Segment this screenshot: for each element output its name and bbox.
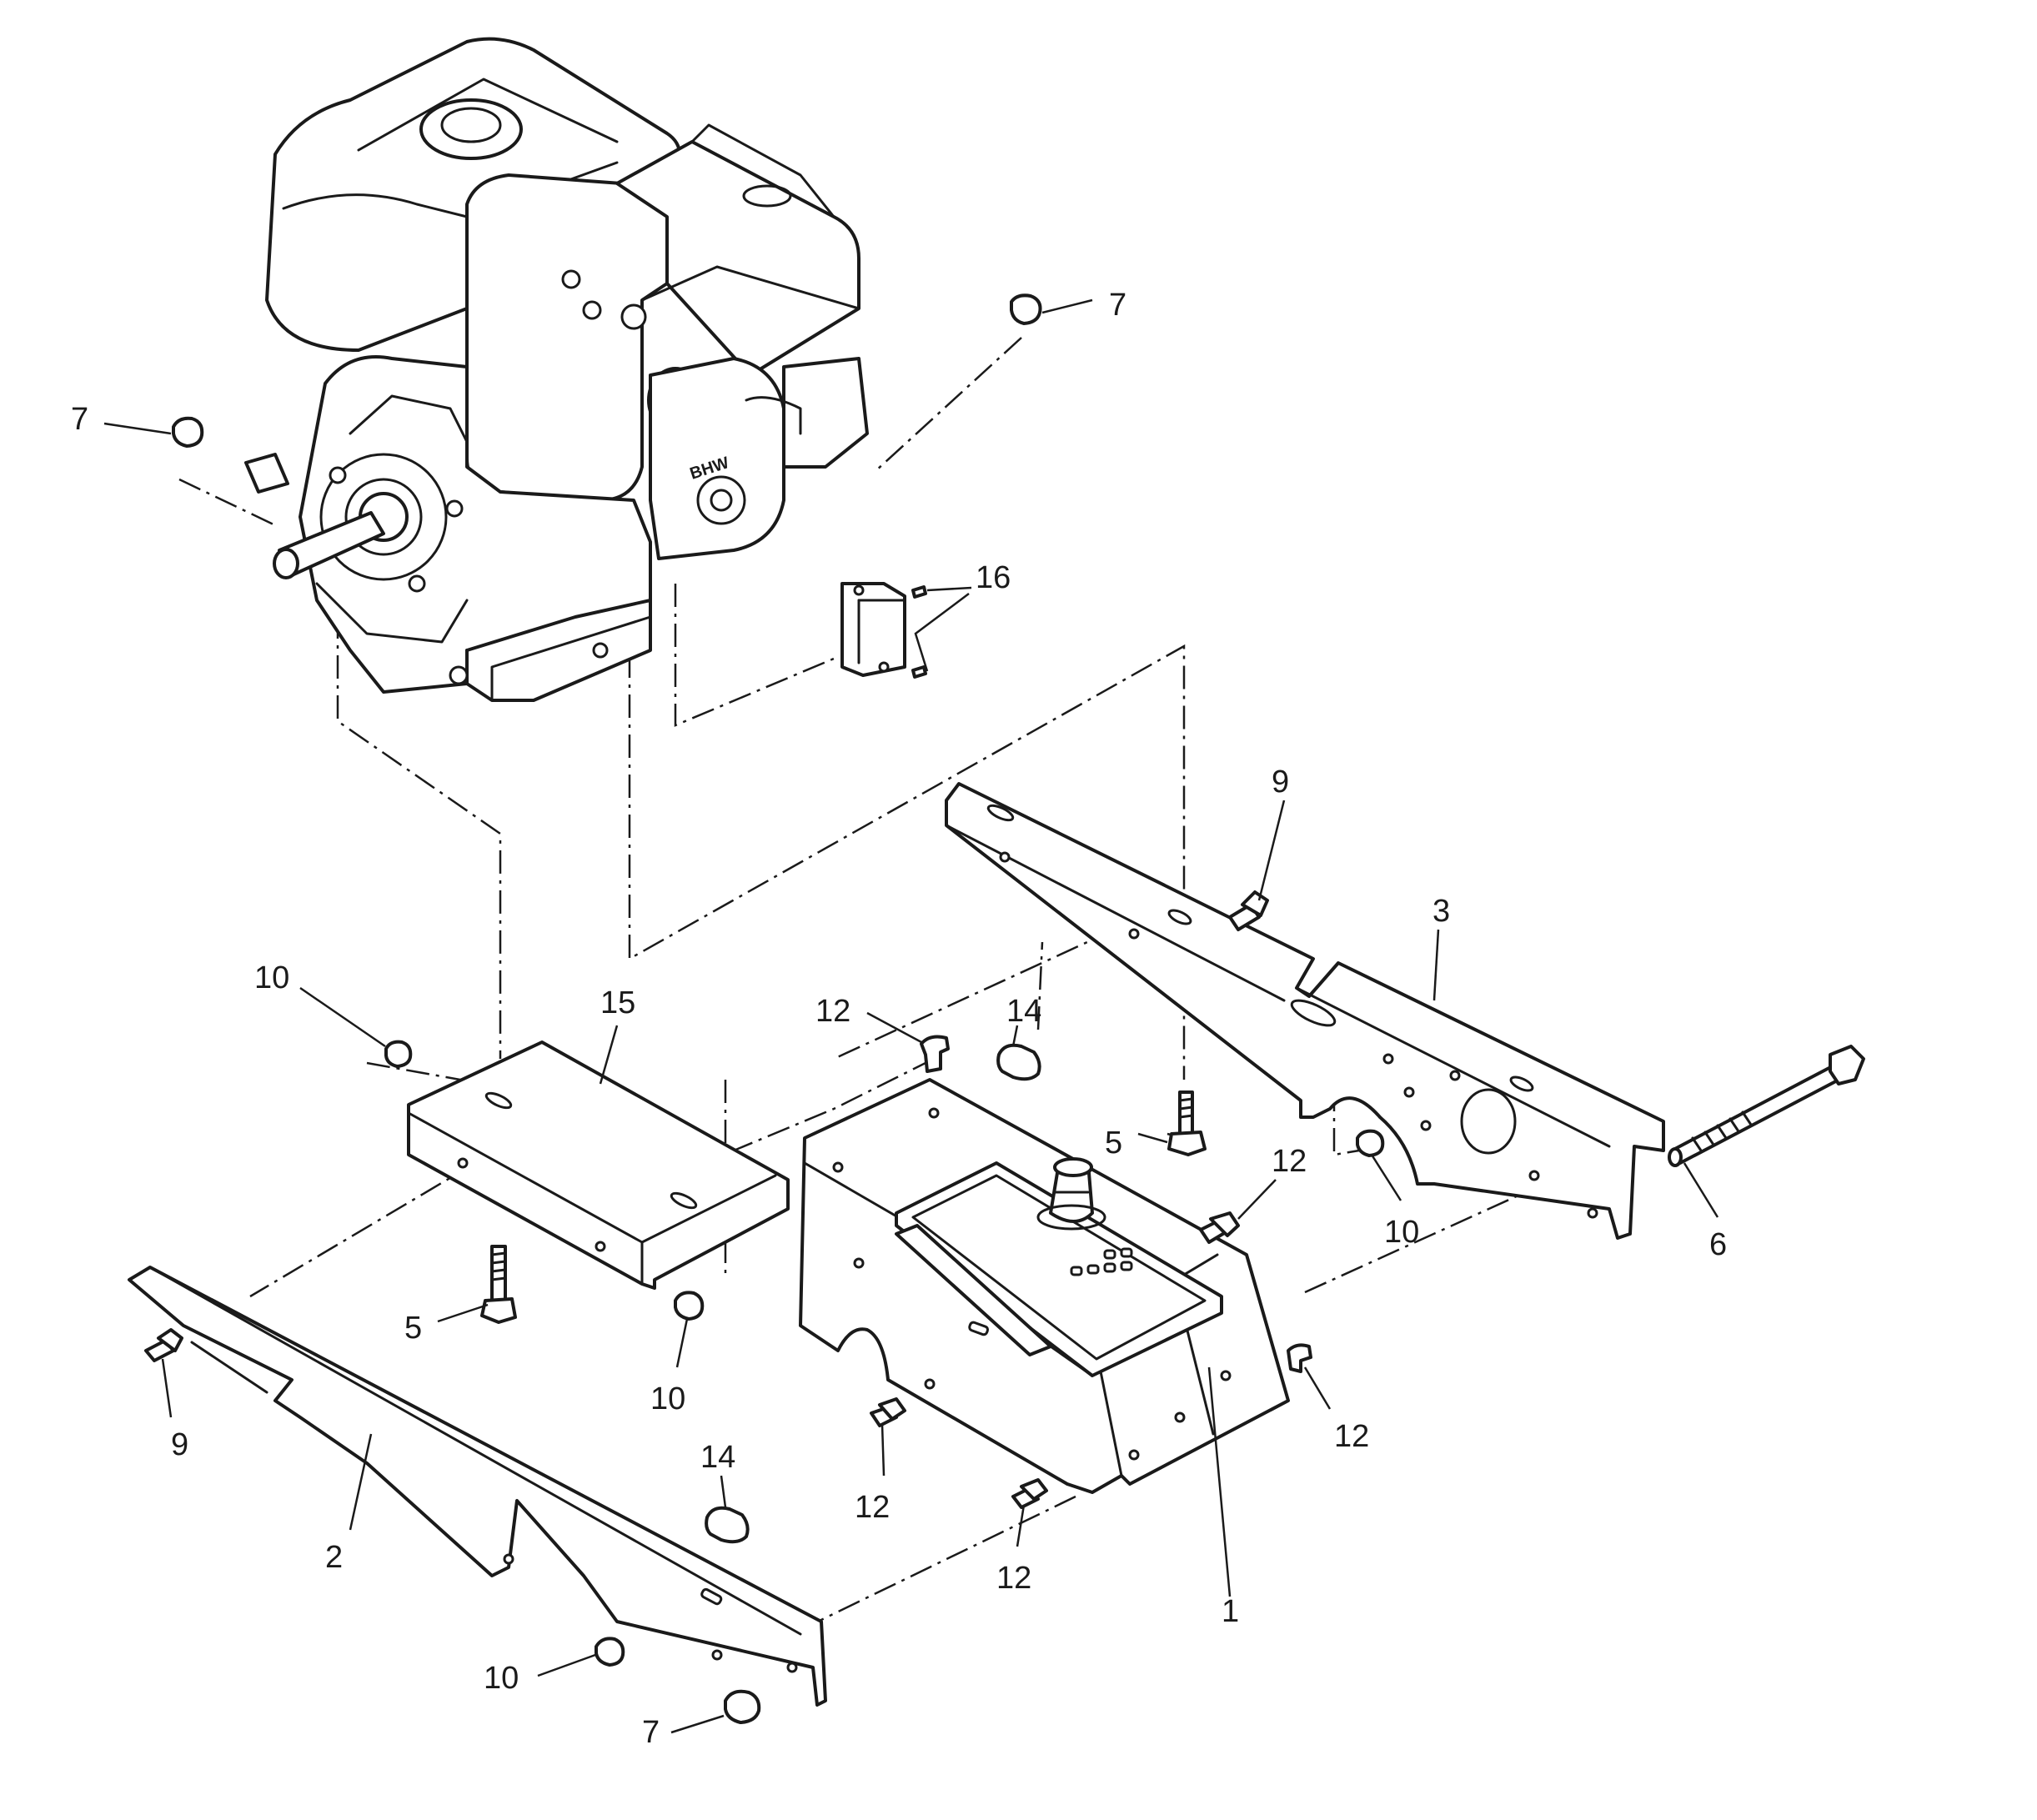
callout-14: 14: [1006, 994, 1041, 1029]
nut-10-lower: [595, 1637, 625, 1667]
nut-7-left: [172, 416, 204, 448]
callout-12: 12: [996, 1561, 1031, 1596]
callout-10: 10: [254, 960, 289, 995]
callout-16: 16: [976, 560, 1011, 595]
screw-9-upper: [1228, 890, 1269, 931]
screw-12-right: [1287, 1343, 1312, 1373]
callout-labels: 7 7 16 9 3 10 15 12 14 5 12 10 6 5 10 9 …: [71, 288, 1727, 1750]
callout-7: 7: [71, 402, 88, 437]
callout-12: 12: [855, 1490, 890, 1525]
screw-9-lower: [144, 1328, 183, 1362]
nut-10-middle: [674, 1291, 705, 1321]
callout-7: 7: [1109, 288, 1126, 323]
screw-12-upper: [920, 1035, 950, 1073]
nut-7-lower: [724, 1689, 761, 1724]
callout-12: 12: [1334, 1419, 1369, 1454]
screw-12-lower-middle: [870, 1397, 906, 1427]
callout-1: 1: [1222, 1594, 1239, 1629]
callout-9: 9: [171, 1427, 188, 1462]
screw-12-lower: [1011, 1478, 1048, 1509]
nut-10-right: [1356, 1129, 1385, 1157]
bracket-part-3: [945, 782, 1665, 1240]
screw-16b: [911, 665, 927, 679]
callout-12: 12: [815, 994, 850, 1029]
housing-part-1: [799, 1078, 1290, 1494]
nut-10-upper-left: [384, 1040, 413, 1068]
nut-7-top-right: [1010, 293, 1042, 325]
bolt-part-6: [1668, 1045, 1865, 1167]
callout-5: 5: [404, 1311, 422, 1346]
bracket-part-16: [840, 582, 906, 677]
screw-16a: [911, 585, 927, 599]
screw-12-middle-right: [1199, 1211, 1240, 1244]
callout-14: 14: [700, 1440, 735, 1475]
callout-10: 10: [484, 1661, 519, 1696]
plug-14-lower: [705, 1506, 750, 1544]
bolt-5-upper: [1167, 1090, 1207, 1156]
bolt-5-lower: [480, 1245, 517, 1324]
bracket-part-2: [128, 1266, 827, 1707]
callout-12: 12: [1272, 1144, 1307, 1179]
callout-10: 10: [650, 1381, 685, 1416]
callout-3: 3: [1432, 894, 1450, 929]
callout-2: 2: [325, 1540, 343, 1575]
callout-9: 9: [1272, 765, 1289, 800]
leader-lines: [103, 298, 1719, 1734]
mount-plate-part-15: [407, 1040, 790, 1290]
callout-10: 10: [1384, 1215, 1419, 1250]
callout-6: 6: [1709, 1227, 1727, 1262]
callout-15: 15: [600, 985, 635, 1020]
engine: BHW: [244, 37, 869, 702]
plug-14-upper: [996, 1043, 1041, 1081]
callout-7: 7: [642, 1715, 660, 1750]
callout-5: 5: [1105, 1126, 1122, 1161]
